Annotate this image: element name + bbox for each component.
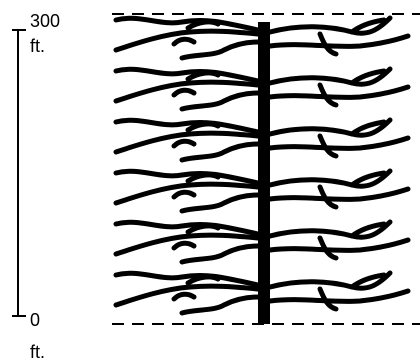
scale-top-unit: ft. <box>30 36 45 56</box>
left-branch <box>171 291 197 302</box>
scale-top-value: 300 <box>30 11 60 31</box>
left-branch <box>185 223 221 235</box>
left-branch <box>113 79 261 104</box>
right-branch <box>349 68 387 86</box>
right-branch <box>267 135 411 151</box>
left-branch <box>113 130 261 155</box>
scale-bottom-value: 0 <box>30 310 40 330</box>
left-branch <box>179 294 261 316</box>
right-branch <box>317 184 339 210</box>
left-branch <box>113 270 261 288</box>
left-branch <box>171 138 197 149</box>
left-branch <box>171 36 197 47</box>
right-branch <box>317 235 339 261</box>
right-branch <box>267 84 411 100</box>
left-branch <box>179 90 261 112</box>
branch-tier <box>113 66 411 112</box>
branch-tier <box>113 117 411 163</box>
right-branch <box>349 17 387 35</box>
left-branch <box>179 39 261 61</box>
left-branch <box>113 66 261 84</box>
right-branch <box>267 33 411 49</box>
left-branch <box>185 19 221 31</box>
left-branch <box>185 70 221 82</box>
left-branch <box>171 87 197 98</box>
left-branch <box>113 28 261 53</box>
left-branch <box>113 168 261 186</box>
branch-tier <box>113 270 411 316</box>
right-branch <box>267 288 411 304</box>
branch-tier <box>113 219 411 265</box>
left-branch <box>185 121 221 133</box>
left-branch <box>171 189 197 200</box>
scale-bottom-unit: ft. <box>30 342 45 362</box>
right-branch <box>317 82 339 108</box>
left-branch <box>113 181 261 206</box>
left-branch <box>113 117 261 135</box>
right-branch <box>267 237 411 253</box>
branch-tier <box>113 15 411 61</box>
height-scale: 300 ft. 0 ft. <box>12 11 60 362</box>
left-branch <box>113 283 261 308</box>
branch-tiers <box>113 15 411 316</box>
left-branch <box>113 232 261 257</box>
left-branch <box>179 141 261 163</box>
left-branch <box>179 192 261 214</box>
right-branch <box>349 272 387 290</box>
branch-tier <box>113 168 411 214</box>
left-branch <box>185 172 221 184</box>
left-branch <box>113 219 261 237</box>
right-branch <box>349 221 387 239</box>
right-branch <box>317 286 339 312</box>
left-branch <box>171 240 197 251</box>
right-branch <box>267 186 411 202</box>
right-branch <box>317 31 339 57</box>
central-trunk <box>258 22 270 324</box>
right-branch <box>317 133 339 159</box>
left-branch <box>113 15 261 33</box>
left-branch <box>179 243 261 265</box>
right-branch <box>349 170 387 188</box>
left-branch <box>185 274 221 286</box>
right-branch <box>349 119 387 137</box>
